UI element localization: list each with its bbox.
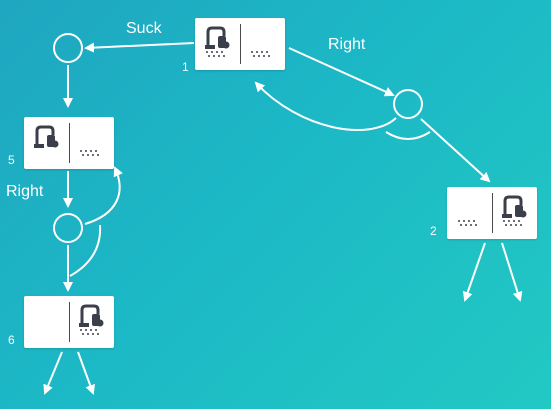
and-arc-right [385,131,431,140]
state-2-left-room [447,187,492,239]
out-arrow-6b [77,351,95,395]
and-arc-left [69,224,102,277]
room-divider [492,193,493,233]
state-number: 2 [430,224,437,238]
state-2 [447,187,537,239]
dirt-icon [503,220,522,226]
state-6 [24,296,114,348]
state-5-left-room [24,117,69,169]
chance-node-after-right [393,89,423,119]
state-1 [195,18,285,70]
state-6-left-room [24,296,69,348]
chance-node-after-suck [53,33,83,63]
loop-arrow-to-5 [84,166,123,225]
state-6-right-room [69,296,114,348]
vacuum-icon [205,26,230,49]
dirt-icon [206,51,225,57]
action-label-suck: Suck [126,20,162,37]
chance-node-after-right-left [53,213,83,243]
suck-arrow [84,42,195,53]
vacuum-icon [502,195,527,218]
loop-arrow-to-1 [254,81,397,131]
out-arrow-6a [43,351,63,395]
room-divider [69,123,70,163]
action-label-right-left: Right [6,183,44,200]
room-divider [69,302,70,342]
outcome-arrow-to-2 [420,118,491,183]
right-arrow-top [288,47,395,97]
dirt-icon [80,150,99,156]
out-arrow-2a [462,242,486,302]
action-label-right-top: Right [328,36,366,53]
state-1-right-room [240,18,285,70]
vacuum-icon [79,304,104,327]
state-5-right-room [69,117,114,169]
state-number: 6 [8,333,15,347]
out-arrow-2b [501,242,523,302]
state-5 [24,117,114,169]
state-1-left-room [195,18,240,70]
dirt-icon [251,51,270,57]
vacuum-icon [34,125,59,148]
dirt-icon [80,329,99,335]
state-2-right-room [492,187,537,239]
state-number: 5 [8,153,15,167]
dirt-icon [458,220,477,226]
room-divider [240,24,241,64]
state-number: 1 [182,60,189,74]
